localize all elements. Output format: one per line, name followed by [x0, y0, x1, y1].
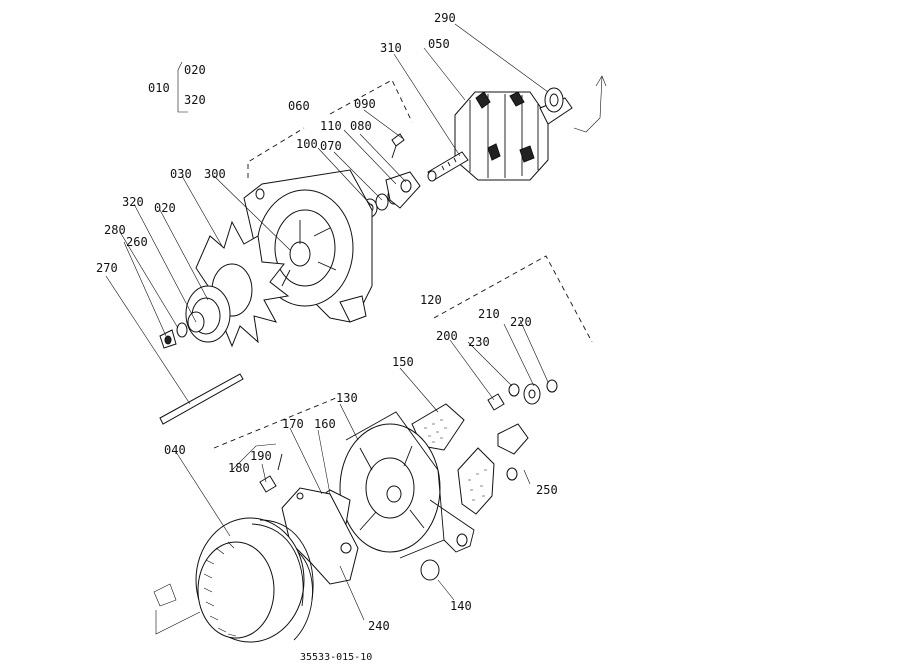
group-bracket-060: [247, 79, 413, 178]
callout-020-top: 020: [184, 63, 206, 77]
callout-210: 210: [478, 307, 500, 321]
callout-labels: 290 050 310 010 020 320 060 090 110 080 …: [96, 11, 558, 633]
callout-060: 060: [288, 99, 310, 113]
rear-bracket: [339, 411, 475, 559]
fan-and-pulley: [159, 220, 290, 349]
callout-080: 080: [350, 119, 372, 133]
callout-140: 140: [450, 599, 472, 613]
callout-240: 240: [368, 619, 390, 633]
callout-010: 010: [148, 81, 170, 95]
callout-290: 290: [434, 11, 456, 25]
callout-260: 260: [126, 235, 148, 249]
callout-070: 070: [320, 139, 342, 153]
callout-020: 020: [154, 201, 176, 215]
callout-090: 090: [354, 97, 376, 111]
stator: [153, 517, 314, 643]
rotor-assembly: [427, 75, 607, 182]
callout-160: 160: [314, 417, 336, 431]
callout-100: 100: [296, 137, 318, 151]
callout-050: 050: [428, 37, 450, 51]
terminal-bracket: [497, 423, 529, 481]
drawing-number: 35533-015-10: [300, 652, 372, 663]
callout-120: 120: [420, 293, 442, 307]
leader-lines: [105, 23, 549, 621]
callout-220: 220: [510, 315, 532, 329]
callout-170: 170: [282, 417, 304, 431]
callout-250: 250: [536, 483, 558, 497]
callout-320-top: 320: [184, 93, 206, 107]
callout-190: 190: [250, 449, 272, 463]
callout-130: 130: [336, 391, 358, 405]
callout-310: 310: [380, 41, 402, 55]
callout-040: 040: [164, 443, 186, 457]
bearing-140: [420, 559, 440, 581]
callout-110: 110: [320, 119, 342, 133]
callout-200: 200: [436, 329, 458, 343]
callout-030: 030: [170, 167, 192, 181]
through-bolt: [159, 373, 244, 425]
callout-320: 320: [122, 195, 144, 209]
group-bracket-120: [433, 255, 593, 343]
rear-small-parts: [487, 379, 558, 411]
rectifier-plate: [411, 403, 495, 515]
callout-150: 150: [392, 355, 414, 369]
callout-230: 230: [468, 335, 490, 349]
callout-180: 180: [228, 461, 250, 475]
callout-280: 280: [104, 223, 126, 237]
callout-300: 300: [204, 167, 226, 181]
front-bracket: [243, 169, 373, 323]
callout-270: 270: [96, 261, 118, 275]
